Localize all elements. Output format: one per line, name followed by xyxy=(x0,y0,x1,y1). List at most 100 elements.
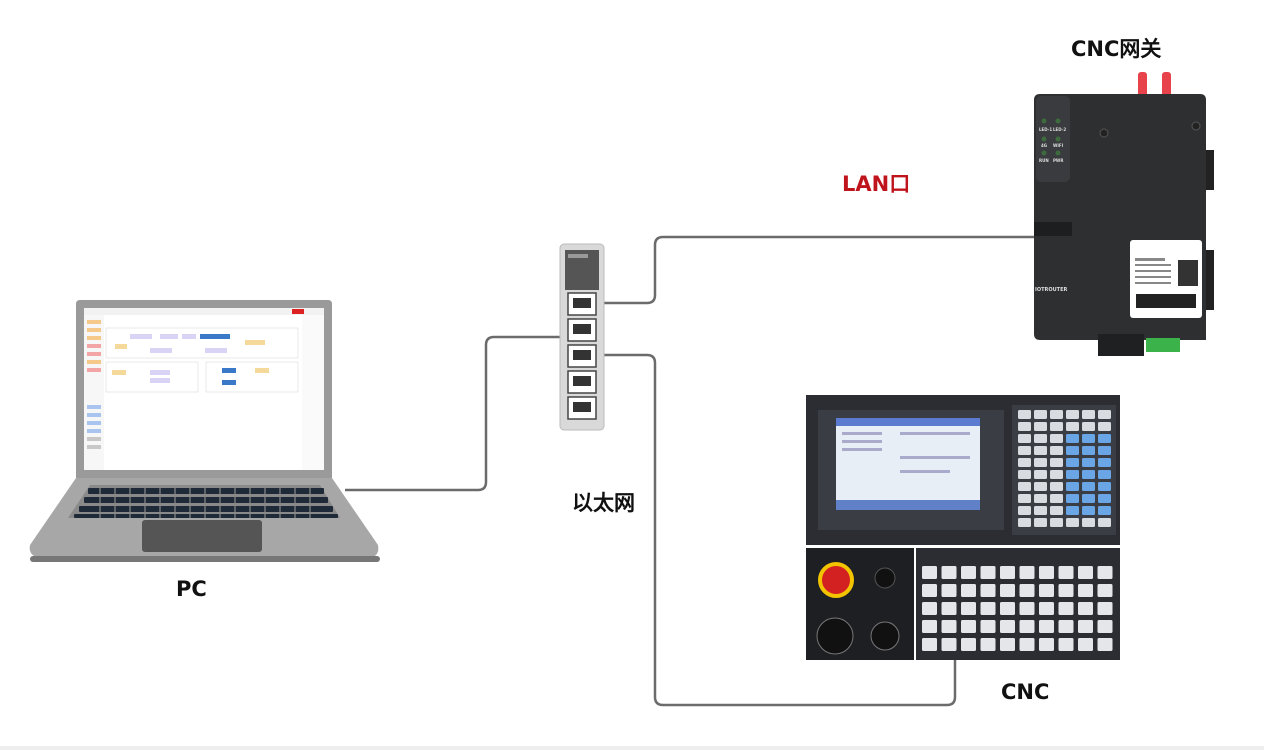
cnc-key xyxy=(961,566,976,579)
cnc-key xyxy=(1034,410,1047,419)
cnc-key xyxy=(1058,584,1074,597)
led-label: RUN xyxy=(1039,158,1049,163)
cnc-key xyxy=(1018,470,1031,479)
cnc-key xyxy=(1018,494,1031,503)
cnc-key xyxy=(1098,458,1111,467)
cnc-key xyxy=(1018,422,1031,431)
cnc-key xyxy=(961,620,976,633)
cnc-keypad-bottom xyxy=(922,566,1113,651)
cnc-key xyxy=(1019,566,1035,579)
cnc-key xyxy=(1034,506,1047,515)
cnc-key xyxy=(1058,638,1074,651)
cnc-key xyxy=(1039,638,1054,651)
cnc-key xyxy=(1034,434,1047,443)
cnc-key xyxy=(1066,410,1079,419)
cnc-key xyxy=(1098,518,1111,527)
cnc-key xyxy=(1098,494,1111,503)
cnc-label: CNC xyxy=(1001,680,1050,704)
cnc-key xyxy=(1018,482,1031,491)
cnc-key xyxy=(1098,434,1111,443)
cnc-key xyxy=(1034,518,1047,527)
cnc-key xyxy=(1098,482,1111,491)
cnc-key xyxy=(1082,482,1095,491)
cnc-key xyxy=(1019,602,1035,615)
cable-switch-gateway xyxy=(602,235,1035,305)
cnc-key xyxy=(941,566,957,579)
cnc-key xyxy=(1066,446,1079,455)
cnc-key xyxy=(1082,458,1095,467)
cnc-key xyxy=(1066,518,1079,527)
cnc-key xyxy=(1078,638,1093,651)
cnc-key xyxy=(980,584,996,597)
led-label: 4G xyxy=(1041,143,1047,148)
cnc-key xyxy=(1050,410,1063,419)
cnc-key xyxy=(1097,584,1113,597)
led-label: LED-2 xyxy=(1053,127,1066,132)
cnc-key xyxy=(1066,494,1079,503)
cnc-key xyxy=(1000,602,1015,615)
cnc-key xyxy=(1034,470,1047,479)
cnc-key xyxy=(1000,620,1015,633)
cnc-key xyxy=(1082,470,1095,479)
cnc-key xyxy=(1050,422,1063,431)
cnc-key xyxy=(1098,422,1111,431)
cnc-key xyxy=(922,584,937,597)
cnc-key xyxy=(1097,638,1113,651)
cnc-key xyxy=(1097,566,1113,579)
cnc-key xyxy=(1019,620,1035,633)
ethernet-switch xyxy=(559,243,605,431)
cnc-key xyxy=(1058,566,1074,579)
cnc-key xyxy=(1098,506,1111,515)
cnc-key xyxy=(1097,620,1113,633)
cnc-key xyxy=(1050,506,1063,515)
cnc-key xyxy=(1082,410,1095,419)
cnc-key xyxy=(1034,446,1047,455)
cnc-key xyxy=(1082,506,1095,515)
cnc-key xyxy=(1050,446,1063,455)
cnc-key xyxy=(961,602,976,615)
cnc-key xyxy=(980,620,996,633)
cnc-key xyxy=(1019,638,1035,651)
cnc-key xyxy=(980,602,996,615)
cnc-key xyxy=(1050,494,1063,503)
cable-pc-switch xyxy=(345,335,562,492)
cnc-key xyxy=(922,602,937,615)
cnc-key xyxy=(922,566,937,579)
pc-laptop xyxy=(29,300,380,562)
cnc-gateway-device: LED-1 LED-2 4G WIFI RUN PWR IOTROUTER xyxy=(1034,72,1214,356)
cnc-key xyxy=(1034,494,1047,503)
cnc-key xyxy=(1018,506,1031,515)
cnc-key xyxy=(1018,458,1031,467)
cnc-key xyxy=(961,584,976,597)
cnc-key xyxy=(941,620,957,633)
cnc-key xyxy=(1039,566,1054,579)
cnc-key xyxy=(922,620,937,633)
cnc-key xyxy=(1066,482,1079,491)
cnc-key xyxy=(1039,602,1054,615)
cnc-key xyxy=(1097,602,1113,615)
cnc-key xyxy=(1066,434,1079,443)
cnc-key xyxy=(1098,410,1111,419)
cnc-key xyxy=(980,566,996,579)
cnc-key xyxy=(941,602,957,615)
cnc-controller xyxy=(806,395,1120,660)
cnc-key xyxy=(1018,446,1031,455)
brand-logo-text: IOTROUTER xyxy=(1035,287,1068,293)
led-label: LED-1 xyxy=(1039,127,1052,132)
cnc-key xyxy=(1050,518,1063,527)
cnc-key xyxy=(1050,482,1063,491)
cnc-key xyxy=(961,638,976,651)
cnc-key xyxy=(922,638,937,651)
cnc-key xyxy=(1018,518,1031,527)
cnc-key xyxy=(941,638,957,651)
cnc-key xyxy=(1034,482,1047,491)
cnc-key xyxy=(1039,584,1054,597)
cnc-key xyxy=(1018,410,1031,419)
led-label: PWR xyxy=(1053,158,1063,163)
cnc-key xyxy=(1082,422,1095,431)
cnc-key xyxy=(1058,620,1074,633)
cnc-key xyxy=(1098,470,1111,479)
gateway-label: CNC网关 xyxy=(1071,37,1162,61)
cnc-key xyxy=(1039,620,1054,633)
cable-switch-cnc xyxy=(602,353,957,707)
